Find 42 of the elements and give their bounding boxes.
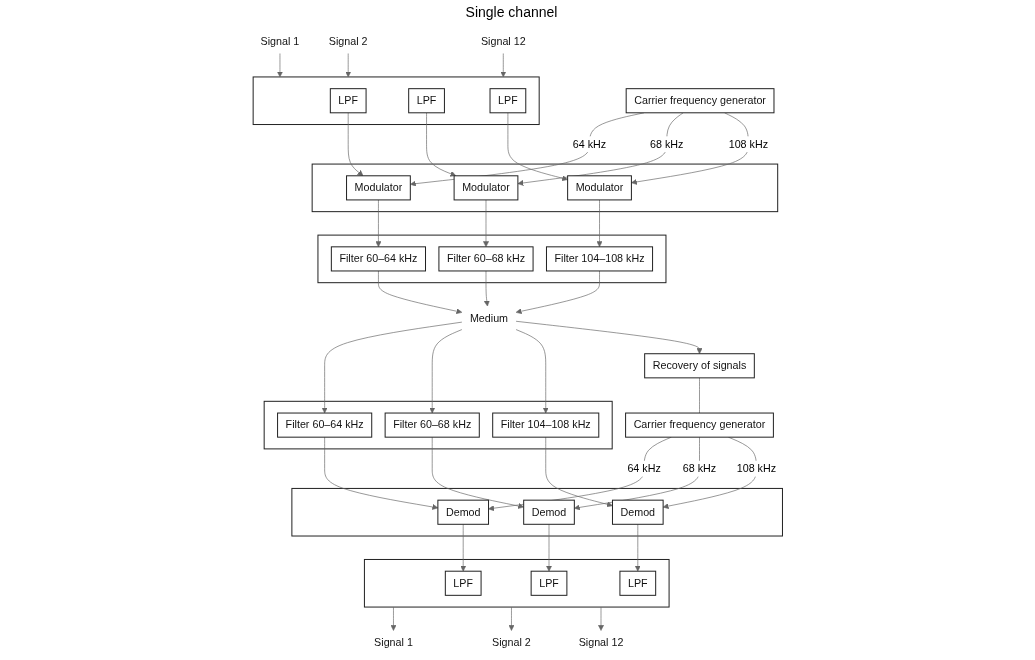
node-box: Modulator: [567, 175, 632, 201]
cluster: [311, 163, 779, 213]
node-text: Signal 12: [578, 636, 624, 648]
node-box: Filter 60–68 kHz: [384, 412, 480, 438]
node-box: Modulator: [453, 175, 519, 201]
node-text: Signal 2: [492, 636, 531, 648]
cluster: [363, 558, 670, 608]
node-text: Signal 12: [480, 35, 526, 47]
node-box: Demod: [523, 499, 575, 525]
node-box: LPF: [444, 570, 482, 596]
note-label: Single channel: [465, 4, 558, 20]
node-box: Filter 60–68 kHz: [438, 246, 534, 272]
node-box: Demod: [437, 499, 490, 525]
cluster: [291, 487, 783, 537]
edge-label: 64 kHz: [627, 462, 661, 475]
node-box: LPF: [530, 570, 568, 596]
node-text: Signal 1: [374, 636, 413, 648]
node-box: Demod: [611, 499, 664, 525]
node-box: LPF: [619, 570, 657, 596]
cluster: [252, 76, 540, 126]
node-box: LPF: [408, 88, 445, 114]
edge-label: 108 kHz: [736, 462, 777, 475]
edge-label: 68 kHz: [650, 138, 684, 150]
node-box: Filter 104–108 kHz: [545, 246, 654, 272]
node-box: Filter 60–64 kHz: [330, 246, 426, 272]
node-box: Carrier frequency generator: [625, 88, 775, 114]
connector: [699, 377, 700, 414]
node-box: Modulator: [346, 175, 411, 201]
node-box: LPF: [329, 88, 367, 114]
node-box: Filter 104–108 kHz: [492, 412, 600, 438]
cluster: [263, 400, 613, 450]
node-box: Recovery of signals: [644, 353, 755, 379]
node-box: Filter 60–64 kHz: [277, 412, 373, 438]
node-text: Medium: [469, 312, 509, 324]
cluster: [317, 234, 667, 284]
node-box: LPF: [489, 88, 527, 114]
node-text: Signal 2: [328, 35, 368, 47]
node-box: Carrier frequency generator: [625, 412, 774, 438]
node-text: Signal 1: [260, 35, 300, 47]
edge-label: 108 kHz: [728, 138, 769, 150]
edge-label: 64 kHz: [572, 138, 607, 150]
edge-label: 68 kHz: [682, 462, 717, 475]
